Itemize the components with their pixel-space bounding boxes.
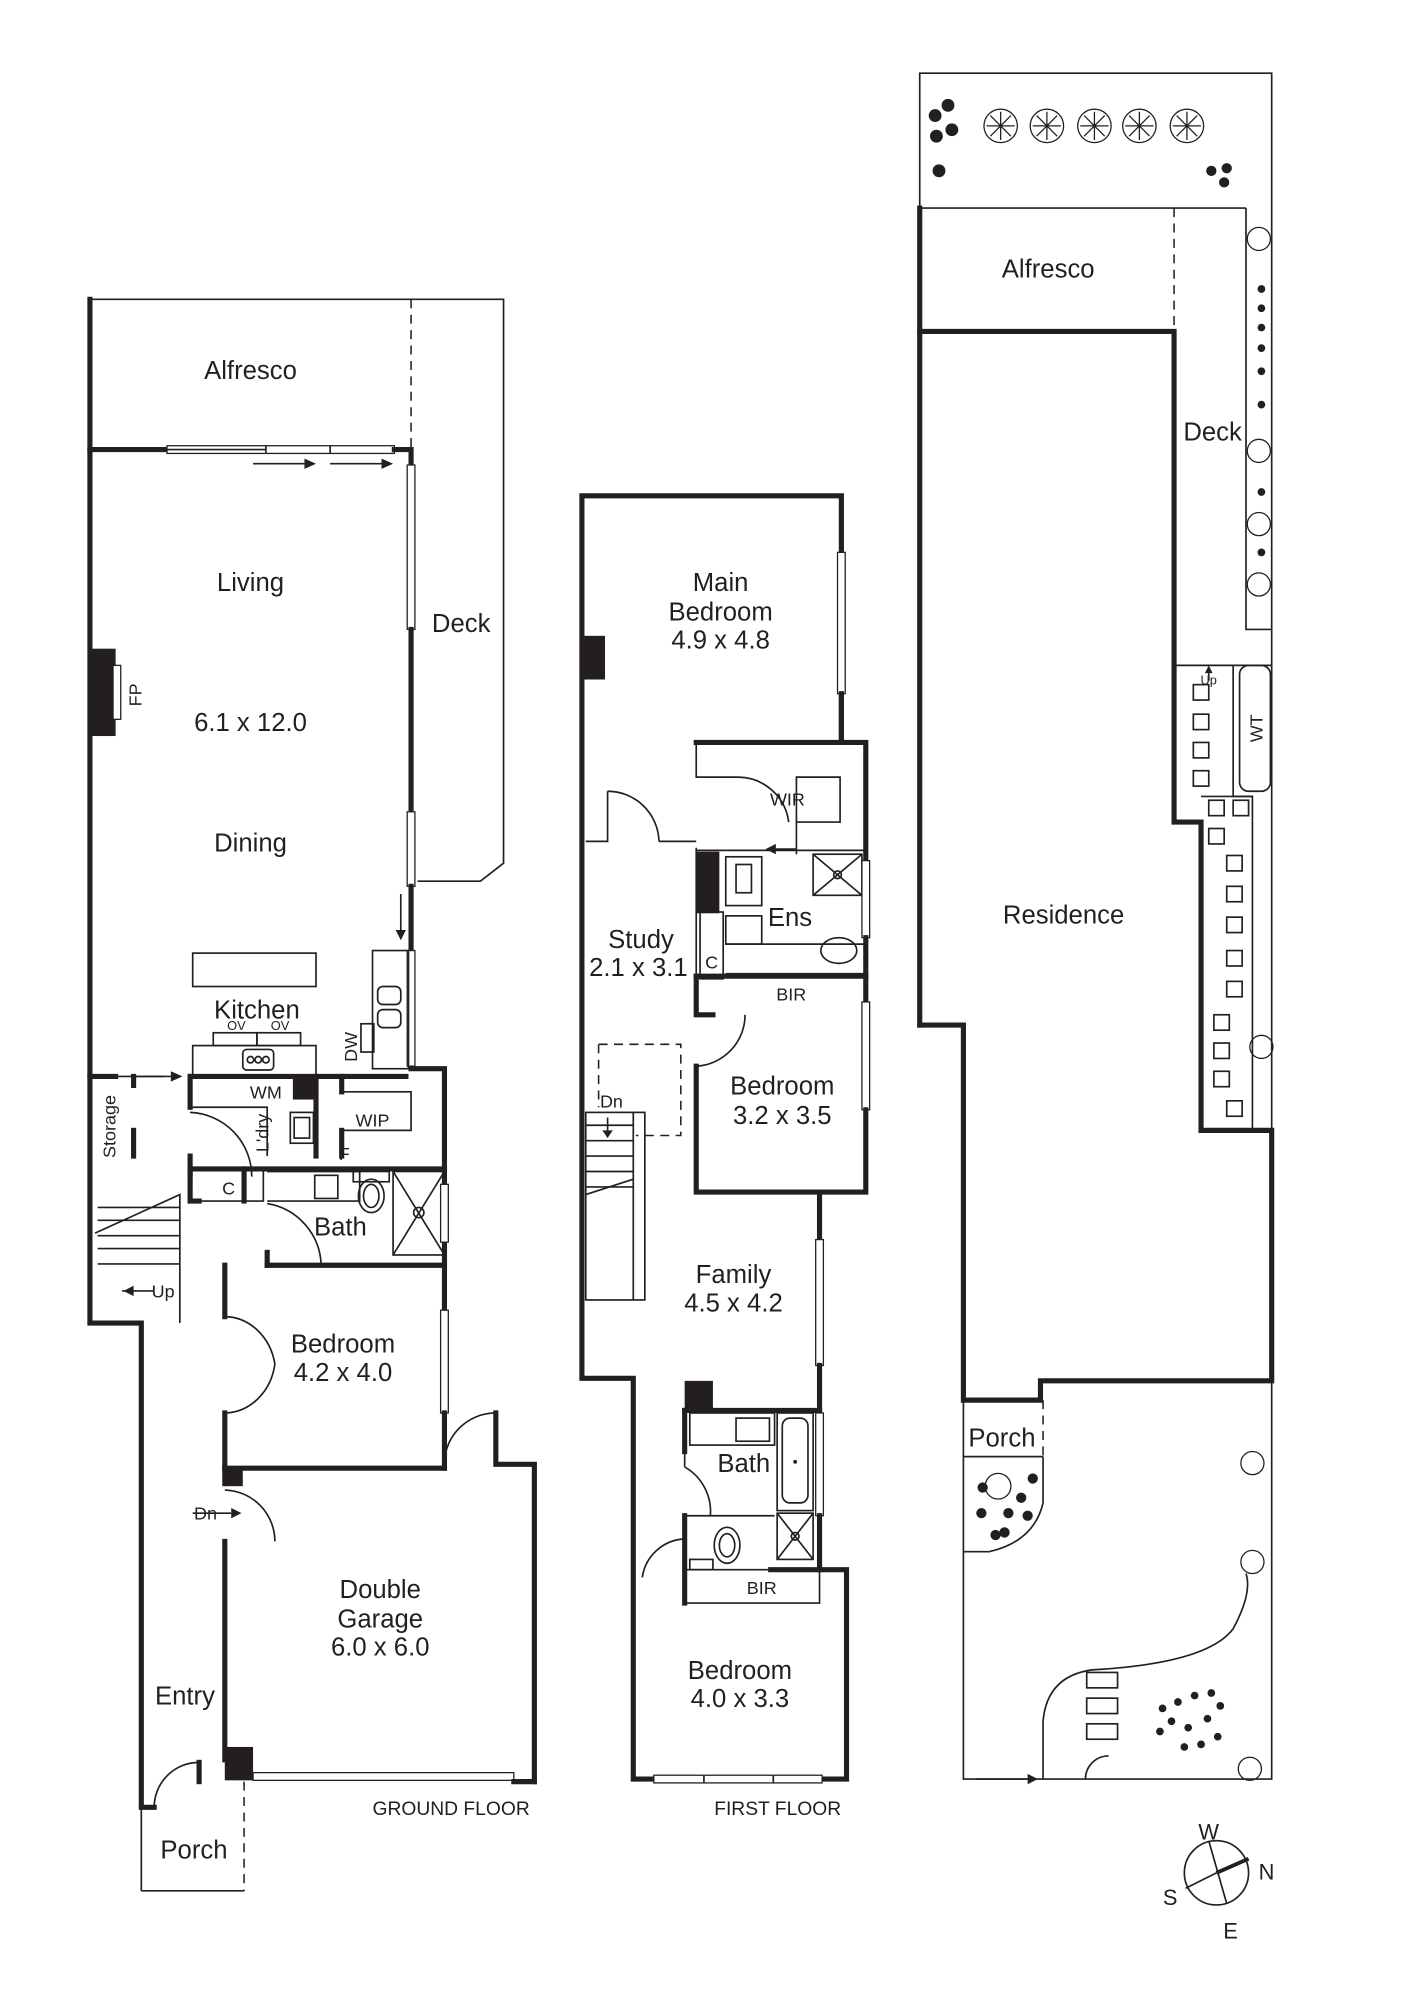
label-main-bedroom-line1: Main — [693, 569, 749, 597]
label-dishwasher: DW — [341, 1032, 361, 1062]
label-cupboard: C — [222, 1179, 235, 1199]
label-main-bedroom-line2: Bedroom — [669, 598, 773, 626]
label-bath: Bath — [717, 1450, 770, 1478]
label-porch: Porch — [160, 1837, 227, 1865]
ground-floor-title: GROUND FLOOR — [373, 1799, 530, 1820]
label-stairs-down: Dn — [194, 1504, 217, 1524]
label-cupboard: C — [705, 953, 718, 973]
label-washing-machine: WM — [250, 1082, 282, 1102]
label-steps-up: Up — [1201, 673, 1217, 688]
paver-stones — [1192, 683, 1250, 1118]
label-bedroom-2-size: 3.2 x 3.5 — [733, 1102, 832, 1130]
shrub-icons — [928, 98, 1266, 1751]
label-entry: Entry — [155, 1683, 215, 1711]
label-study: Study — [608, 926, 674, 954]
ground-floor-plan: FP — [87, 296, 537, 1892]
label-kitchen: Kitchen — [214, 997, 300, 1025]
label-living-dining-size: 6.1 x 12.0 — [194, 709, 307, 737]
label-oven-1: OV — [227, 1018, 246, 1033]
compass-east: E — [1223, 1918, 1238, 1943]
label-main-bedroom-size: 4.9 x 4.8 — [671, 627, 770, 655]
label-bedroom-3: Bedroom — [688, 1657, 792, 1685]
label-site-deck: Deck — [1183, 419, 1242, 447]
compass-icon: W N S E — [1163, 1819, 1275, 1943]
label-deck: Deck — [432, 610, 491, 638]
tree-icon — [983, 108, 1274, 1781]
label-bath: Bath — [314, 1214, 367, 1242]
label-study-size: 2.1 x 3.1 — [589, 954, 688, 982]
compass-north: N — [1259, 1859, 1275, 1884]
label-water-tank: WT — [1247, 714, 1267, 742]
label-bir-2: BIR — [747, 1578, 777, 1598]
label-garage-line2: Garage — [337, 1605, 423, 1633]
label-garage-size: 6.0 x 6.0 — [331, 1634, 430, 1662]
tree-icons — [928, 98, 1274, 1781]
label-laundry: L'dry — [252, 1114, 272, 1152]
label-stairs-up: Up — [152, 1281, 175, 1301]
label-family: Family — [696, 1261, 772, 1289]
label-site-porch: Porch — [968, 1424, 1035, 1452]
site-plan: Alfresco Deck Residence WT Up Porch — [917, 72, 1275, 1785]
label-bedroom: Bedroom — [291, 1331, 395, 1359]
label-wip: WIP — [356, 1111, 390, 1131]
label-ens: Ens — [768, 904, 812, 932]
label-residence: Residence — [1003, 902, 1124, 930]
label-stairs-down: Dn — [600, 1091, 623, 1111]
label-alfresco: Alfresco — [204, 357, 297, 385]
label-bedroom-size: 4.2 x 4.0 — [294, 1359, 393, 1387]
label-family-size: 4.5 x 4.2 — [684, 1289, 783, 1317]
label-fridge: F — [339, 1144, 350, 1164]
label-living: Living — [217, 569, 284, 597]
label-garage-line1: Double — [340, 1576, 421, 1604]
label-bedroom-2: Bedroom — [730, 1072, 834, 1100]
label-wir: WIR — [770, 789, 805, 809]
compass-west: W — [1198, 1819, 1219, 1844]
label-bedroom-3-size: 4.0 x 3.3 — [691, 1685, 790, 1713]
first-floor-plan: Main Bedroom 4.9 x 4.8 WIR Ens Study 2.1… — [579, 493, 871, 1820]
label-site-alfresco: Alfresco — [1002, 255, 1095, 283]
label-dining: Dining — [214, 830, 287, 858]
first-floor-title: FIRST FLOOR — [714, 1799, 841, 1820]
label-bir-1: BIR — [776, 985, 806, 1005]
label-oven-2: OV — [271, 1018, 290, 1033]
fireplace-label: FP — [125, 683, 145, 706]
label-storage: Storage — [100, 1095, 120, 1158]
compass-south: S — [1163, 1885, 1178, 1910]
